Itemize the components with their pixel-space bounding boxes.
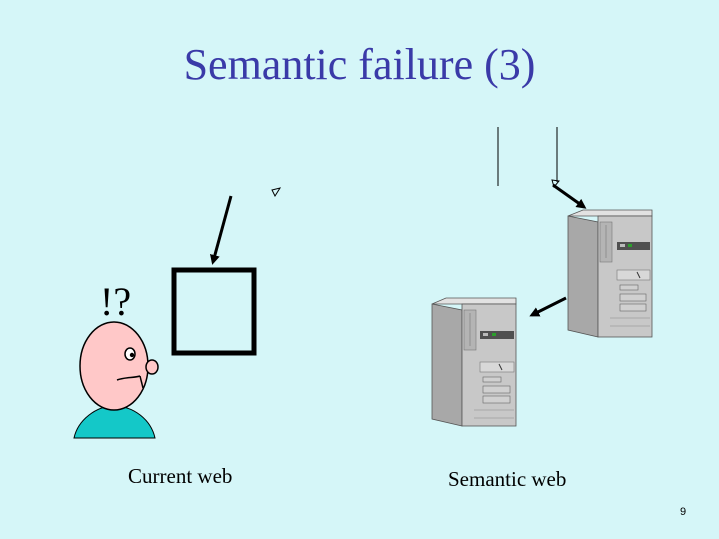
person-icon [73, 321, 159, 439]
page-number: 9 [680, 506, 687, 518]
server-icon [567, 209, 653, 338]
server-icon [431, 297, 517, 427]
semantic-web-label: Semantic web [448, 467, 567, 491]
arrow-icon [529, 296, 567, 317]
small-triangle-icon [271, 187, 282, 198]
exclamation-mark: !? [100, 279, 132, 324]
arrow-icon [210, 195, 233, 265]
small-triangle-icon [551, 179, 560, 189]
slide-title: Semantic failure (3) [183, 40, 536, 89]
current-web-label: Current web [128, 464, 233, 488]
arrow-icon [552, 183, 587, 209]
document-box-icon [171, 267, 257, 356]
